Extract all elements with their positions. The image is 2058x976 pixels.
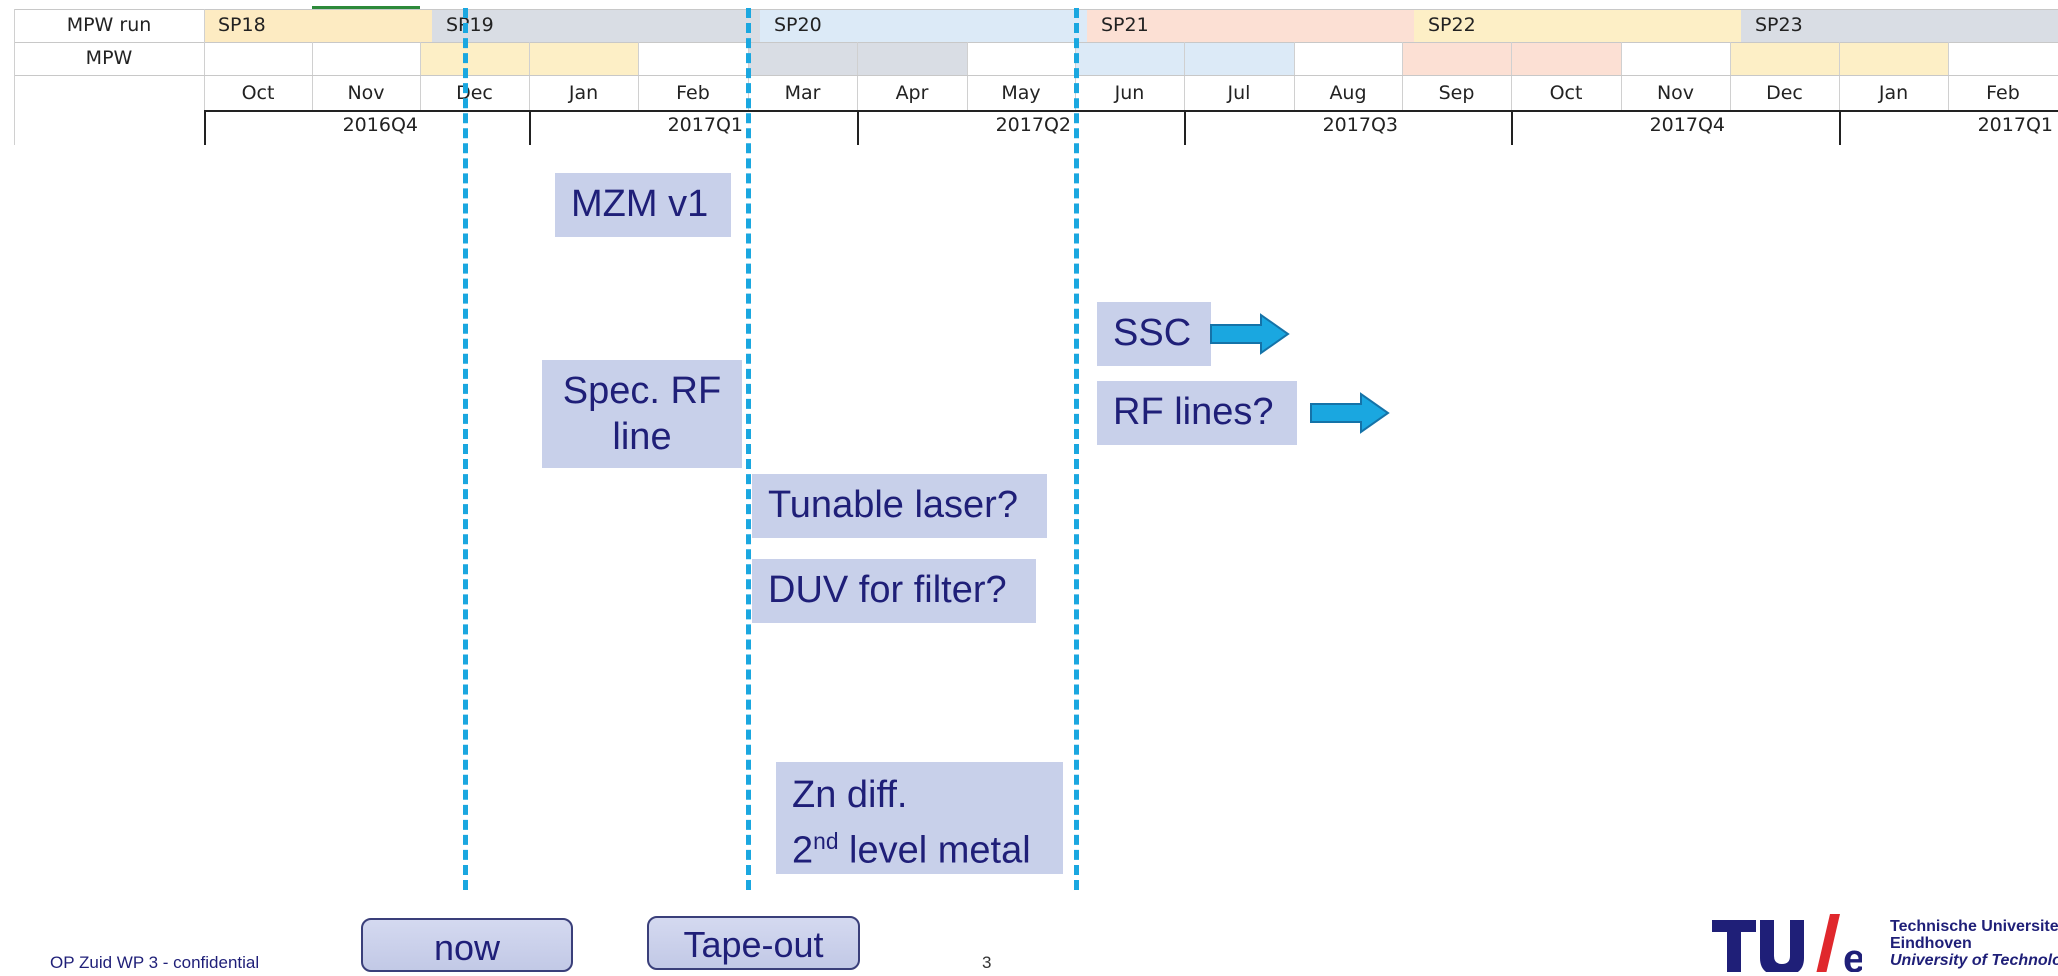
now-marker-line	[463, 8, 468, 890]
quarter-tick	[529, 110, 531, 145]
quarter-label: 2017Q1	[1977, 114, 2053, 136]
sp21-marker-line	[1074, 8, 1079, 890]
col-divider	[638, 42, 639, 110]
run-label-sp19: SP19	[446, 14, 494, 36]
timeline-table: MPW run MPW SP18 SP19 SP20 SP21 SP22 SP2…	[14, 9, 2058, 145]
mzm-label: MZM v1	[571, 183, 709, 225]
month-label: Mar	[748, 75, 857, 110]
page-number: 3	[982, 953, 992, 972]
col-divider	[529, 42, 530, 110]
quarter-label: 2017Q4	[1649, 114, 1725, 136]
month-label: Apr	[857, 75, 967, 110]
quarter-tick	[1184, 110, 1186, 145]
run-band-sp22	[1414, 9, 1741, 42]
month-label: Feb	[638, 75, 748, 110]
col-divider	[14, 9, 15, 145]
month-label: May	[967, 75, 1075, 110]
ssc-box: SSC	[1097, 302, 1211, 366]
spec-rf-box: Spec. RF line	[542, 360, 742, 468]
quarter-label: 2017Q3	[1322, 114, 1398, 136]
month-label: Aug	[1294, 75, 1402, 110]
tue-logo-mark-icon: e	[1712, 914, 1862, 972]
month-label: Jan	[1839, 75, 1948, 110]
row-label-mpw-run: MPW run	[66, 14, 152, 36]
quarter-label: 2017Q1	[667, 114, 743, 136]
month-label: Oct	[1511, 75, 1621, 110]
quarter-tick	[204, 110, 206, 145]
quarter-tick	[857, 110, 859, 145]
spec-rf-label-1: Spec. RF	[562, 370, 722, 412]
col-divider	[1621, 42, 1622, 110]
col-divider	[1402, 42, 1403, 110]
month-label: Jun	[1075, 75, 1184, 110]
tunable-laser-box: Tunable laser?	[752, 474, 1047, 538]
zn-diff-label-1: Zn diff.	[792, 774, 908, 816]
tue-logo-text: Technische Universiteit Eindhoven Univer…	[1890, 918, 2058, 969]
run-label-sp20: SP20	[774, 14, 822, 36]
col-divider	[312, 42, 313, 110]
tue-logo: e Technische Universiteit Eindhoven Univ…	[1712, 914, 2058, 972]
run-band-sp18	[204, 9, 432, 42]
quarter-label: 2016Q4	[342, 114, 418, 136]
footer-confidential: OP Zuid WP 3 - confidential	[50, 953, 260, 972]
tapeout-button[interactable]: Tape-out	[647, 916, 860, 970]
col-divider	[204, 9, 205, 110]
month-label: Nov	[312, 75, 420, 110]
run-label-sp23: SP23	[1755, 14, 1803, 36]
col-divider	[967, 42, 968, 110]
month-label: Dec	[420, 75, 529, 110]
duv-filter-box: DUV for filter?	[752, 559, 1036, 623]
rf-lines-box: RF lines?	[1097, 381, 1297, 445]
month-label: Oct	[204, 75, 312, 110]
run-label-sp18: SP18	[218, 14, 266, 36]
run-label-sp22: SP22	[1428, 14, 1476, 36]
ssc-label: SSC	[1113, 312, 1192, 354]
zn-diff-label-2: 2nd level metal	[792, 828, 1031, 872]
spec-rf-label-2: line	[612, 416, 672, 458]
col-divider	[857, 42, 858, 110]
month-label: Nov	[1621, 75, 1730, 110]
col-divider	[1948, 42, 1949, 110]
quarter-axis-line	[204, 110, 2058, 112]
rf-lines-arrow-icon	[1310, 392, 1390, 434]
run-band-sp19	[432, 9, 760, 42]
selection-indicator	[312, 6, 420, 9]
month-label: Jan	[529, 75, 638, 110]
run-band-sp20	[760, 9, 1087, 42]
svg-text:e: e	[1843, 937, 1862, 972]
run-label-sp21: SP21	[1101, 14, 1149, 36]
quarter-tick	[1839, 110, 1841, 145]
month-label: Jul	[1184, 75, 1294, 110]
col-divider	[1839, 42, 1840, 110]
col-divider	[1730, 42, 1731, 110]
tapeout-marker-line	[746, 8, 751, 890]
mzm-box: MZM v1	[555, 173, 731, 237]
col-divider	[420, 42, 421, 110]
col-divider	[1184, 42, 1185, 110]
quarter-label: 2017Q2	[995, 114, 1071, 136]
ssc-arrow-icon	[1210, 313, 1290, 355]
col-divider	[1511, 42, 1512, 110]
rf-lines-label: RF lines?	[1113, 391, 1274, 433]
tunable-laser-label: Tunable laser?	[768, 484, 1018, 526]
month-label: Dec	[1730, 75, 1839, 110]
col-divider	[1294, 42, 1295, 110]
run-band-sp23	[1741, 9, 2058, 42]
row-divider	[14, 9, 2058, 10]
duv-filter-label: DUV for filter?	[768, 569, 1007, 611]
quarter-tick	[1511, 110, 1513, 145]
row-label-mpw: MPW	[85, 47, 133, 69]
row-divider	[14, 42, 2058, 43]
zn-diff-box: Zn diff. 2nd level metal	[776, 762, 1063, 874]
month-label: Sep	[1402, 75, 1511, 110]
now-button[interactable]: now	[361, 918, 573, 972]
run-band-sp21	[1087, 9, 1414, 42]
month-label: Feb	[1948, 75, 2058, 110]
